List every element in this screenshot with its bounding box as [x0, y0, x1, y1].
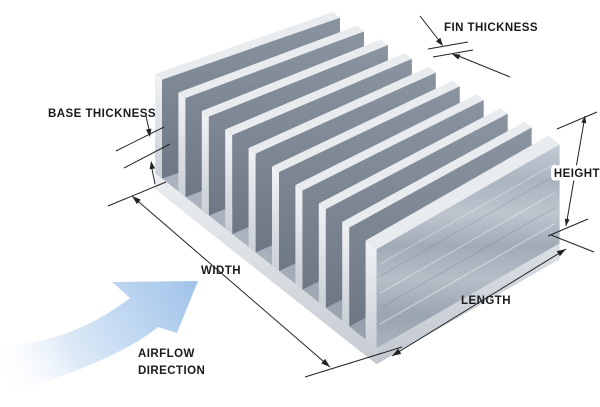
airflow-direction-label-line1: AIRFLOW [138, 348, 195, 360]
arrowhead [435, 37, 443, 46]
base-front-right-face [376, 243, 560, 365]
fin-end-face [201, 111, 209, 216]
fin-thickness-label: FIN THICKNESS [444, 22, 538, 34]
fin-end-face [155, 74, 162, 179]
fin-outer-face [376, 144, 560, 349]
fin-top-edge [225, 53, 412, 136]
fin-top-edge [365, 135, 560, 250]
brushed-streak [379, 162, 556, 265]
dimension-line [107, 181, 167, 207]
fin-top-edge [318, 108, 508, 210]
dimension-line [419, 15, 442, 44]
dimension-annotations [107, 15, 598, 378]
dimension-line [547, 218, 589, 237]
arrowhead [145, 128, 152, 137]
dimension-line [550, 234, 595, 253]
dimension-line [123, 143, 171, 169]
airflow-arrow-shape [0, 281, 198, 394]
brushed-streak [379, 174, 556, 277]
dimension-line [304, 346, 403, 378]
dimension-line [115, 126, 165, 152]
fin-end-face [342, 222, 350, 327]
fin-end-face [295, 185, 303, 290]
brushed-streak [379, 191, 556, 294]
fin-end-face [365, 240, 377, 349]
fin-end-face [248, 148, 256, 253]
heatsink-3d [155, 12, 560, 365]
airflow-arrow [0, 281, 198, 394]
fin-top-edge [155, 12, 340, 80]
base-front-left-face [155, 173, 377, 365]
arrowhead [564, 218, 570, 226]
fin-top-edge [295, 94, 484, 191]
dimension-line [391, 248, 567, 357]
arrowhead [556, 249, 566, 257]
dimension-line [427, 41, 469, 50]
fin-end-face [272, 166, 279, 272]
fin-top-edge [272, 80, 460, 173]
fin-end-face [318, 203, 326, 309]
fin-top-edge [201, 39, 388, 117]
fin-end-face [225, 129, 233, 235]
dimension-line [131, 195, 331, 368]
dimension-line [455, 54, 511, 78]
airflow-direction-label-line2: DIRECTION [138, 365, 205, 377]
fin-top-edge [342, 121, 532, 228]
width-label: WIDTH [201, 265, 241, 277]
arrowhead [452, 54, 461, 60]
fin-top-edge [178, 25, 364, 99]
base-thickness-label: BASE THICKNESS [48, 108, 156, 120]
dimension-line [432, 49, 474, 58]
dimension-labels: FIN THICKNESS BASE THICKNESS HEIGHT WIDT… [48, 22, 600, 377]
brushed-streak [379, 206, 556, 309]
length-label: LENGTH [461, 295, 511, 307]
height-label: HEIGHT [554, 168, 600, 180]
arrowhead [132, 196, 141, 205]
dimension-line [556, 111, 598, 130]
fin-end-face [178, 92, 186, 198]
fin-top-edge [248, 66, 436, 154]
arrowhead [392, 348, 402, 356]
dimension-line [565, 115, 586, 227]
arrowhead [149, 161, 156, 170]
arrowhead [581, 116, 587, 124]
arrowhead [321, 358, 330, 367]
brushed-streak [379, 222, 556, 325]
